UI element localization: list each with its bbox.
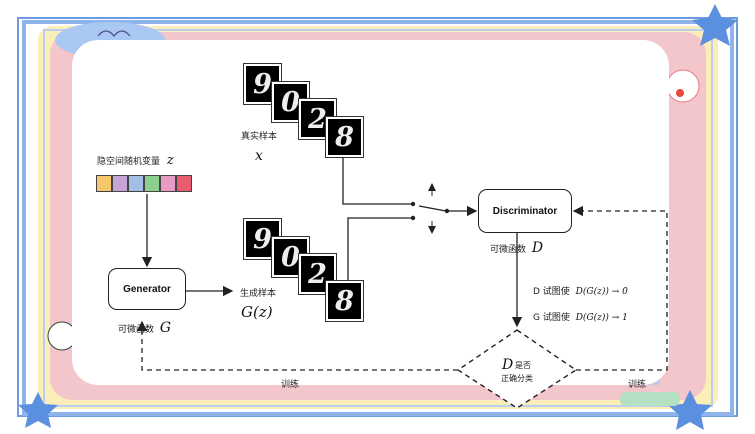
latent-label: 隐空间随机变量 z (97, 153, 174, 168)
discriminator-caption: 可微函数 D (490, 240, 544, 256)
real-sample-label: 真实样本 (241, 132, 278, 142)
discriminator-node: Discriminator (478, 189, 572, 233)
latent-cell-4 (144, 175, 160, 192)
latent-cell-6 (176, 175, 192, 192)
real-digit-image: 8 (326, 117, 363, 157)
decision-diamond (456, 329, 578, 409)
decision-text-1: 是否 (515, 361, 531, 370)
generator-caption: 可微函数 G (118, 320, 172, 336)
fake-sample-label: 生成样本 (240, 289, 277, 299)
latent-cell-2 (112, 175, 128, 192)
decision-text-2: 正确分类 (501, 374, 533, 383)
star-icon (18, 392, 58, 428)
fake-digit-image: 8 (326, 281, 363, 321)
fake-sample-symbol: G(z) (241, 303, 273, 321)
latent-cell-5 (160, 175, 176, 192)
g-objective: G 试图使 D(G(z)) → 1 (533, 313, 628, 323)
latent-cell-1 (96, 175, 112, 192)
fake-digit-image: 2 (299, 254, 336, 294)
star-icon (668, 390, 712, 430)
generator-node: Generator (108, 268, 186, 310)
real-sample-symbol: x (255, 148, 263, 164)
d-objective: D 试图使 D(G(z)) → 0 (533, 287, 628, 297)
train-label-left: 训练 (281, 380, 300, 390)
star-icon (692, 4, 738, 46)
decision-symbol: D (502, 357, 514, 373)
train-label-right: 训练 (628, 380, 647, 390)
latent-cell-3 (128, 175, 144, 192)
